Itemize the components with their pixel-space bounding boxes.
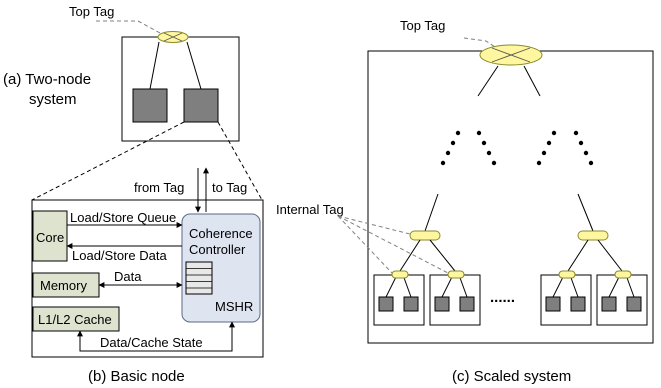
internal-link-left-up	[424, 193, 439, 232]
tree-link	[567, 239, 589, 272]
two-node-caption-line1: (a) Two-node	[3, 71, 91, 88]
internal-link-right-up	[577, 193, 594, 232]
scaled-top-tag-leader	[463, 37, 496, 48]
memory-data-label: Data	[114, 269, 142, 284]
mshr-label: MSHR	[215, 299, 253, 314]
tree-link	[429, 239, 456, 272]
load-store-data-label: Load/Store Data	[72, 248, 167, 263]
two-node-link-left	[149, 41, 160, 90]
data-cache-state-arrow	[77, 321, 235, 352]
two-node-caption-line2: system	[29, 91, 77, 108]
leaf-group-3	[540, 270, 592, 326]
two-node-top-tag-label: Top Tag	[69, 4, 114, 19]
tree-link	[597, 239, 623, 272]
internal-tag-right-icon	[577, 230, 609, 241]
leaf-group-2	[429, 270, 481, 326]
to-tag-label: to Tag	[212, 180, 247, 195]
two-node-node-left	[132, 88, 168, 123]
leaf-ellipsis: ......	[490, 289, 515, 306]
from-tag-label: from Tag	[134, 180, 184, 195]
leaf-group-4	[596, 270, 648, 326]
tree-link	[399, 239, 421, 272]
zoom-leader-left	[31, 121, 185, 201]
coherence-controller-label-line1: Coherence	[189, 226, 253, 241]
memory-label: Memory	[40, 278, 87, 293]
data-cache-state-label: Data/Cache State	[100, 335, 203, 350]
internal-tag-leaders	[337, 215, 449, 274]
coherence-controller-label-line2: Controller	[189, 242, 246, 257]
scaled-top-tag-label: Top Tag	[400, 18, 445, 33]
load-store-queue-label: Load/Store Queue	[70, 210, 176, 225]
internal-tag-left-icon	[409, 230, 441, 241]
two-node-link-right	[186, 41, 202, 90]
two-node-top-tag-leader	[96, 20, 161, 34]
scaled-system-caption: (c) Scaled system	[452, 368, 571, 385]
zoom-leader-right	[217, 121, 263, 201]
two-node-node-right	[183, 88, 219, 123]
cache-label: L1/L2 Cache	[38, 312, 112, 327]
internal-tag-label: Internal Tag	[276, 202, 344, 217]
two-node-top-tag-icon	[157, 31, 189, 43]
scaled-system: Top Tag	[276, 18, 654, 385]
memory-box	[32, 272, 100, 298]
basic-node: from Tag to Tag Coherence Controller MSH…	[31, 167, 264, 385]
mshr-table-icon	[185, 261, 213, 295]
top-tag-link-left	[477, 65, 499, 97]
scaled-top-tag-icon	[479, 44, 543, 66]
top-tag-link-right	[523, 65, 541, 97]
core-label: Core	[36, 230, 64, 245]
basic-node-caption: (b) Basic node	[88, 368, 185, 385]
hierarchy-continuation-dots	[440, 130, 594, 166]
leaf-group-1	[373, 270, 425, 326]
two-node-system: Top Tag (a) Two-node system	[3, 4, 240, 142]
core-box	[32, 210, 68, 262]
